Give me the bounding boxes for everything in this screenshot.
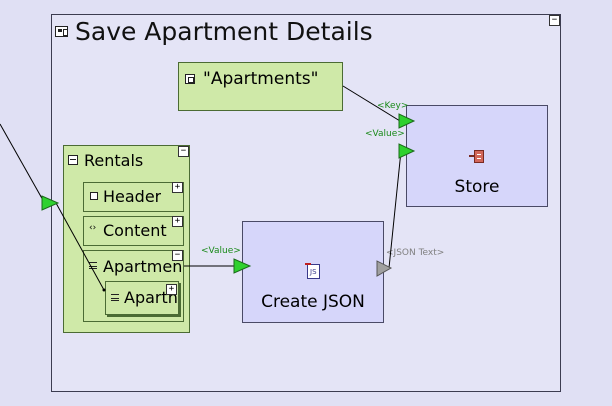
content-label: Content [103,221,167,240]
apartment-item-expand-button[interactable]: + [166,284,177,295]
rentals-child-apartments[interactable]: Apartmen − Apartn + [83,250,184,322]
store-key-port-label: <Key> [377,101,409,111]
create-json-value-port [233,258,252,274]
rentals-to-apartment-item-connection [55,202,105,291]
apartments-constant-node[interactable]: "Apartments" [178,62,343,111]
create-json-to-store-value-connection [388,150,402,269]
apartments-constant-to-store-key-connection [342,85,401,122]
create-json-text-port [376,260,393,277]
list-icon [89,262,97,269]
header-expand-button[interactable]: + [172,182,183,193]
content-icon: ‹› [89,223,97,233]
create-json-node[interactable]: JS Create JSON [242,221,384,323]
store-node[interactable]: Store [406,105,548,207]
rentals-child-content[interactable]: ‹› Content + [83,216,184,246]
create-json-text-port-label: <JSON Text> [386,248,445,258]
frame-collapse-button[interactable]: − [549,15,560,26]
create-json-label: Create JSON [261,292,365,312]
header-label: Header [103,187,162,206]
store-icon [469,150,484,163]
frame-icon [55,26,68,37]
rentals-label: Rentals [84,151,144,170]
incoming-rentals-connection [0,123,45,203]
apartment-item-connection-end [102,288,106,292]
apartments-collapse-button[interactable]: − [172,250,183,261]
frame-title: Save Apartment Details [75,17,373,46]
rentals-icon [68,155,78,165]
item-list-icon [111,294,119,301]
rentals-collapse-button[interactable]: − [178,146,189,157]
javascript-file-icon: JS [305,263,320,279]
apartment-item-node[interactable]: Apartn + [105,281,179,315]
rentals-node[interactable]: Rentals − Header + ‹› Content + Apartmen… [63,145,190,333]
store-value-port [398,143,416,159]
apartment-item-label: Apartn [124,288,178,307]
constant-icon [185,74,195,84]
rentals-input-port [41,195,60,211]
create-json-value-port-label: <Value> [201,246,241,256]
rentals-child-header[interactable]: Header + [83,182,184,212]
store-label: Store [454,177,500,197]
header-icon [90,192,98,200]
apartments-constant-label: "Apartments" [203,69,319,89]
apartments-list-label: Apartmen [103,257,183,276]
store-value-port-label: <Value> [365,129,405,139]
content-expand-button[interactable]: + [172,216,183,227]
store-key-port [398,113,416,129]
